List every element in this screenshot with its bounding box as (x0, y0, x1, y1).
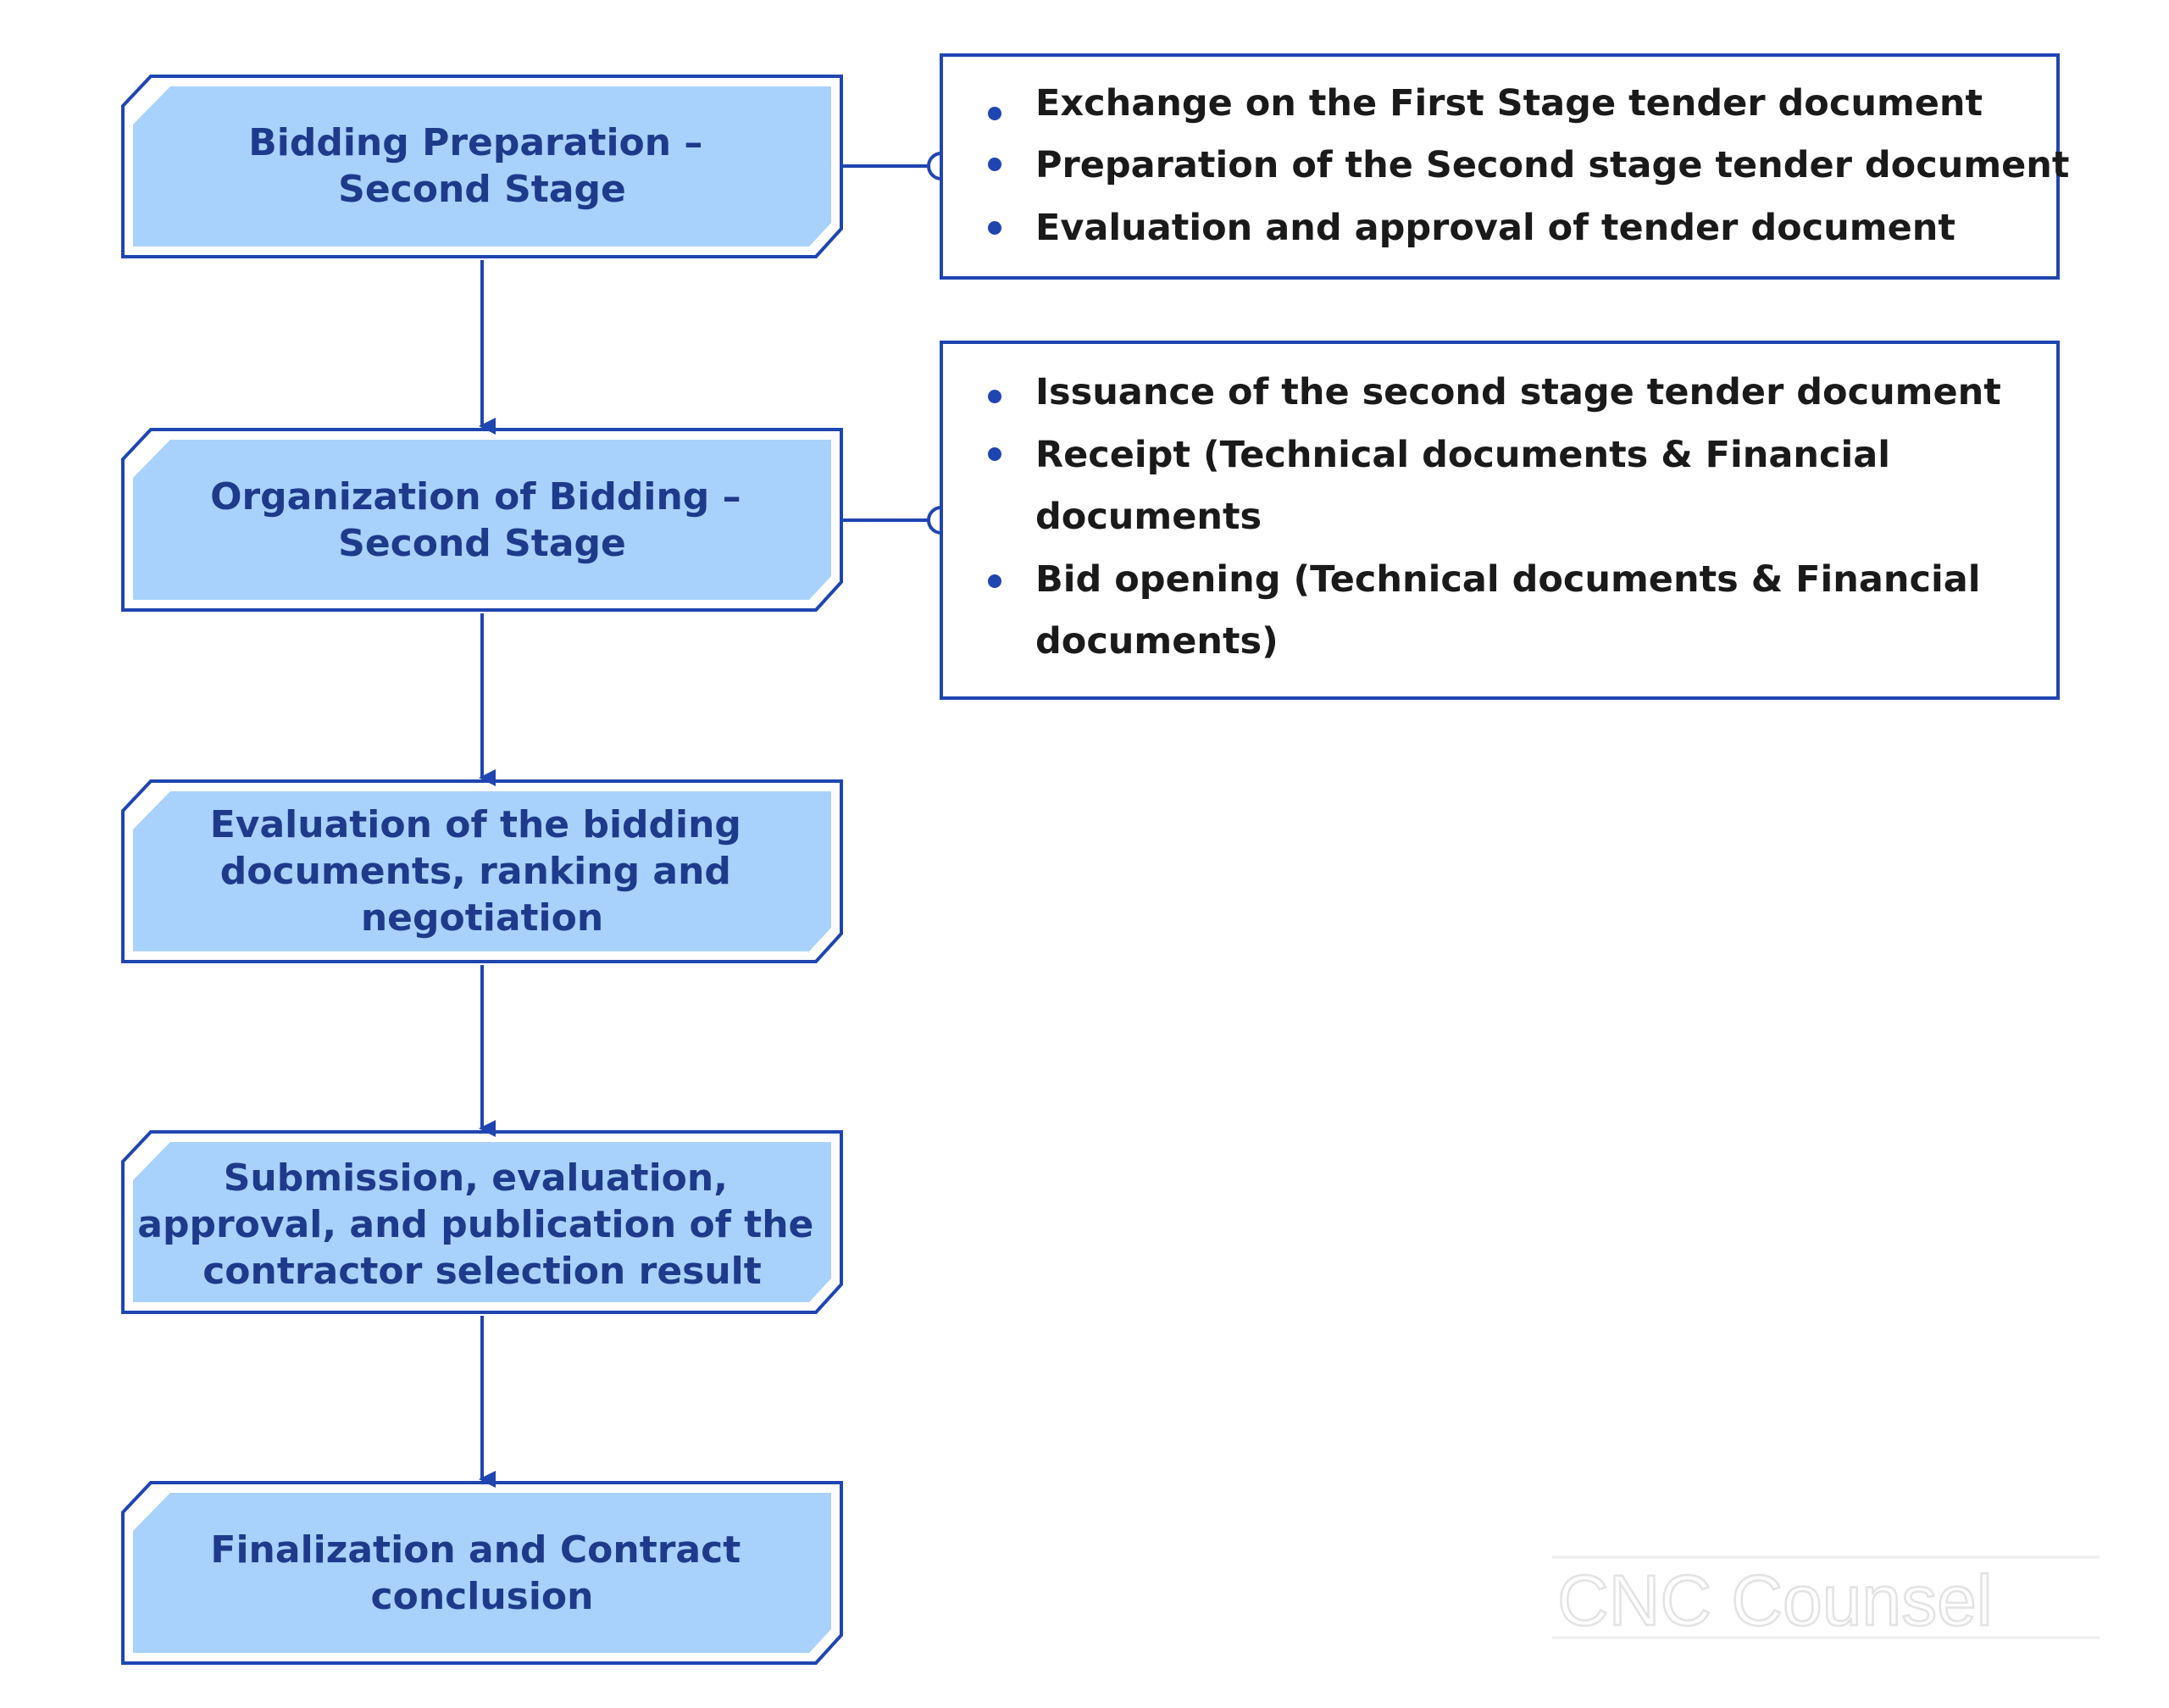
bullet-icon (988, 221, 1001, 235)
step-label-line: Evaluation of the bidding (210, 803, 741, 846)
step-label-line: conclusion (371, 1575, 594, 1618)
step-box-evaluation: Evaluation of the bidding documents, ran… (121, 779, 843, 963)
connector-organization-of-bidding (841, 506, 956, 535)
step-box-bidding-preparation: Bidding Preparation – Second Stage (121, 75, 843, 258)
detail-panel-organization-of-bidding: Issuance of the second stage tender docu… (940, 341, 2060, 700)
step-label: Organization of Bidding – Second Stage (210, 475, 754, 565)
bullet-icon (988, 107, 1001, 120)
step-label-line: Submission, evaluation, (224, 1156, 728, 1200)
step-label-line: approval, and publication of the (137, 1203, 813, 1246)
watermark-text: CNC Counsel (1557, 1561, 1993, 1640)
step-label-line: Second Stage (338, 168, 626, 211)
detail-item-continuation: documents (1035, 496, 1262, 538)
bullet-icon (988, 447, 1001, 461)
detail-panel-bidding-preparation: Exchange on the First Stage tender docum… (940, 53, 2069, 280)
bullet-icon (988, 574, 1001, 588)
detail-item: Bid opening (Technical documents & Finan… (1035, 558, 1981, 601)
watermark: CNC Counsel (1552, 1556, 2100, 1641)
step-label: Bidding Preparation – Second Stage (248, 121, 716, 211)
step-label-line: Bidding Preparation – (248, 121, 702, 164)
bullet-icon (988, 390, 1001, 403)
detail-item: Issuance of the second stage tender docu… (1035, 371, 2001, 413)
step-box-inner (133, 791, 831, 951)
bullet-icon (988, 158, 1001, 171)
step-box-inner (133, 1142, 831, 1302)
step-label-line: Organization of Bidding – (210, 475, 741, 518)
step-label: Submission, evaluation, approval, and pu… (137, 1156, 826, 1293)
step-box-finalization: Finalization and Contract conclusion (121, 1481, 843, 1665)
step-label-line: negotiation (361, 896, 603, 940)
step-label-line: Second Stage (338, 522, 626, 565)
detail-item: Preparation of the Second stage tender d… (1035, 144, 2069, 186)
connector-bidding-preparation (841, 152, 956, 180)
detail-item: Evaluation and approval of tender docume… (1035, 207, 1955, 249)
step-label: Evaluation of the bidding documents, ran… (210, 803, 755, 940)
detail-item: Receipt (Technical documents & Financial (1035, 434, 1890, 476)
detail-panel-frame (940, 53, 2060, 280)
step-box-submission: Submission, evaluation, approval, and pu… (121, 1130, 843, 1314)
step-label-line: Finalization and Contract (210, 1528, 741, 1572)
step-label-line: documents, ranking and (220, 850, 731, 893)
step-box-inner (133, 440, 831, 600)
detail-item: Exchange on the First Stage tender docum… (1035, 82, 1983, 125)
detail-item-continuation: documents) (1035, 620, 1279, 663)
step-label: Finalization and Contract conclusion (210, 1528, 753, 1618)
step-box-inner (133, 1493, 831, 1653)
step-box-inner (133, 86, 831, 247)
step-box-organization-of-bidding: Organization of Bidding – Second Stage (121, 428, 843, 612)
detail-panel-frame (940, 341, 2060, 700)
step-label-line: contractor selection result (202, 1250, 762, 1293)
